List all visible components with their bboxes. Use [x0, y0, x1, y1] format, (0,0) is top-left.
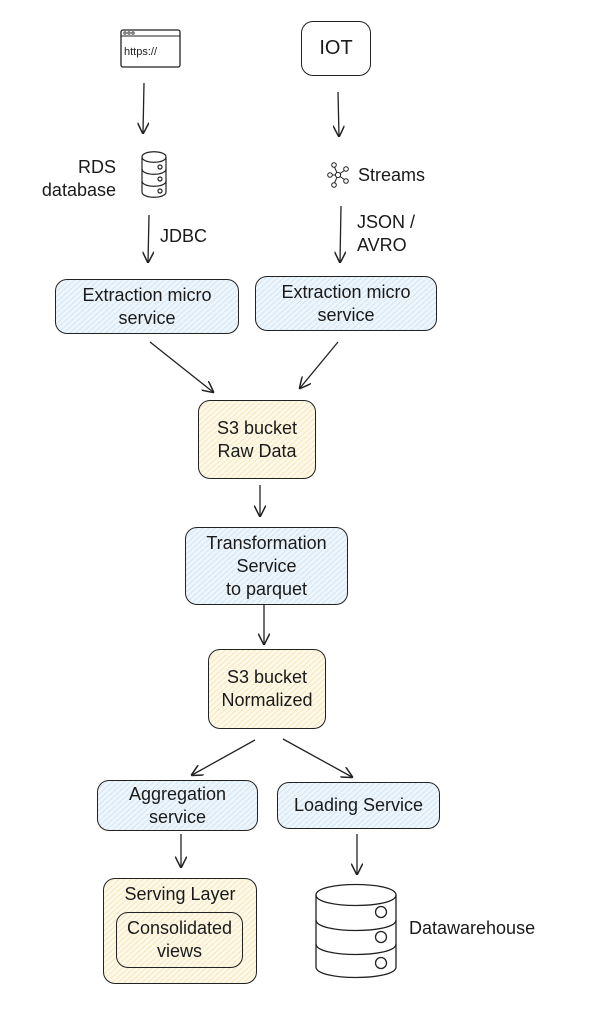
s3-normalized-label: S3 bucket Normalized [221, 667, 313, 710]
json-avro-edge-label: JSON / AVRO [357, 212, 416, 255]
rds-label: RDS database [41, 157, 116, 200]
arrow-rds-to-extraction [148, 214, 149, 262]
extraction-right-label: Extraction micro service [281, 281, 411, 325]
arrow-s3norm-to-loading [282, 738, 352, 777]
iot-label: IOT [319, 37, 353, 59]
datawarehouse-icon [315, 883, 397, 979]
streams-label: Streams [358, 165, 426, 185]
arrow-streams-to-extraction [340, 205, 341, 262]
loading-label: Loading Service [293, 795, 424, 815]
serving-layer: Serving Layer Consolidated views [103, 878, 257, 984]
aggregation-label: Aggregation service [128, 783, 227, 827]
consolidated-views: Consolidated views [116, 912, 243, 968]
arrow-iot-to-streams [338, 91, 339, 136]
jdbc-edge-label: JDBC [160, 226, 208, 246]
browser-url-text: https:// [124, 46, 158, 58]
extraction-service-left: Extraction micro service [55, 279, 239, 334]
s3-raw-label: S3 bucket Raw Data [216, 417, 298, 461]
consolidated-views-label: Consolidated views [126, 918, 233, 961]
aggregation-service: Aggregation service [97, 780, 258, 831]
streams-icon [327, 162, 349, 188]
datawarehouse-label: Datawarehouse [409, 918, 536, 938]
loading-service: Loading Service [277, 782, 440, 829]
transformation-service: Transformation Service to parquet [185, 527, 348, 605]
browser-icon: https:// [120, 29, 181, 68]
database-icon [141, 151, 167, 198]
s3-normalized-bucket: S3 bucket Normalized [208, 649, 326, 729]
arrow-browser-to-rds [143, 82, 144, 133]
arrow-extraction-left-to-s3 [149, 341, 213, 392]
extraction-left-label: Extraction micro service [82, 284, 212, 328]
transformation-label: Transformation Service to parquet [206, 532, 327, 599]
serving-layer-title: Serving Layer [124, 884, 236, 904]
arrow-extraction-right-to-s3 [300, 341, 339, 388]
extraction-service-right: Extraction micro service [255, 276, 437, 331]
iot-node: IOT [301, 21, 371, 76]
s3-raw-data-bucket: S3 bucket Raw Data [198, 400, 316, 479]
arrow-s3norm-to-aggregation [192, 739, 256, 775]
